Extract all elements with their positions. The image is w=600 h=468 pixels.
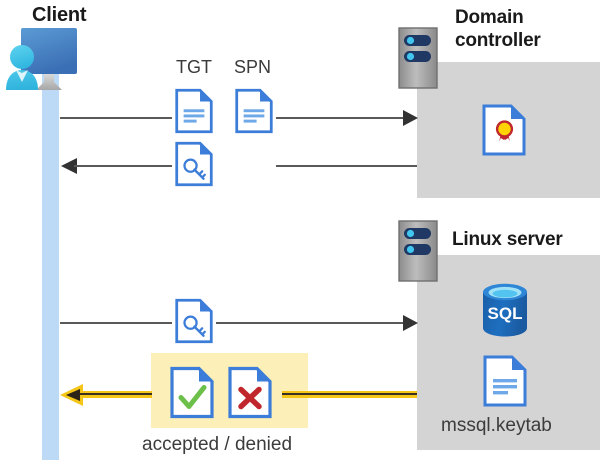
- document-icon: [483, 355, 527, 407]
- domain-controller-title-line2: controller: [455, 30, 541, 51]
- document-icon: [235, 88, 273, 134]
- flow-3-line-left: [60, 322, 172, 324]
- flow-4-line-right: [282, 391, 417, 398]
- document-x-icon: [228, 366, 272, 419]
- key-document-icon: [175, 141, 213, 187]
- flow-3-line-right: [216, 322, 406, 324]
- server-rack-icon: [398, 27, 438, 89]
- flow-1-line-left: [60, 117, 172, 119]
- arrow-left-icon: [61, 158, 77, 174]
- client-lifeline: [42, 70, 59, 460]
- domain-controller-title-line1: Domain: [455, 7, 524, 28]
- svg-text:SQL: SQL: [488, 304, 523, 323]
- flow-1-line-right: [276, 117, 406, 119]
- key-document-icon: [175, 298, 213, 344]
- keytab-filename-label: mssql.keytab: [441, 415, 552, 436]
- arrow-right-icon: [403, 110, 418, 126]
- user-computer-icon: [6, 28, 77, 90]
- arrow-right-icon: [403, 315, 418, 331]
- flow-4-line-left: [80, 391, 152, 398]
- document-icon: [175, 88, 213, 134]
- domain-controller-title: Domain controller: [455, 6, 600, 52]
- flow-2-line-right: [276, 165, 417, 167]
- server-rack-icon: [398, 220, 438, 282]
- tgt-label: TGT: [176, 57, 212, 77]
- accepted-denied-label: accepted / denied: [142, 434, 293, 455]
- flow-2-line-left: [74, 165, 172, 167]
- spn-label: SPN: [234, 57, 272, 77]
- linux-server-title: Linux server: [452, 229, 563, 250]
- arrow-left-yellow-icon: [60, 384, 83, 406]
- certificate-document-icon: [482, 104, 526, 156]
- document-check-icon: [170, 366, 214, 419]
- sql-database-icon: SQL: [483, 283, 527, 337]
- client-title: Client: [32, 4, 87, 26]
